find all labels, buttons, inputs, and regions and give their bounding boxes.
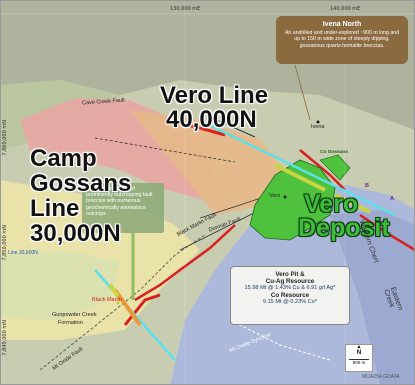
resource-heading-3: Co Resource bbox=[270, 292, 310, 299]
camp-drill-intercept-2 bbox=[108, 283, 120, 298]
camp-drill-intercept bbox=[113, 288, 142, 327]
pale-green-unit bbox=[0, 250, 120, 320]
vero-line-trace bbox=[204, 121, 396, 217]
vero-deposit-word-1: Vero bbox=[304, 190, 359, 218]
vero-deposit-word-2: Deposit bbox=[298, 214, 390, 242]
black-marlin-label: Black Marlin bbox=[92, 297, 122, 303]
co-gossans-outline bbox=[319, 154, 351, 181]
camp-gossans-callout: A 1.8km long trend of prominently outcro… bbox=[82, 183, 164, 233]
red-fault-vero bbox=[299, 149, 346, 191]
grid-tick-top-2: 140,000 mE bbox=[330, 6, 361, 12]
vero-label: Vero bbox=[269, 193, 281, 199]
mt-oxide-fault-trace bbox=[39, 234, 206, 371]
red-fault-north bbox=[164, 118, 226, 137]
ivena-label: Ivena bbox=[311, 124, 325, 130]
orange-geology-unit bbox=[130, 110, 285, 215]
ivena-marker bbox=[316, 120, 320, 124]
north-letter: N bbox=[356, 350, 362, 356]
formation-label: Formation bbox=[58, 320, 83, 326]
ivena-north-leader bbox=[294, 64, 311, 121]
eastern-creek-band bbox=[330, 210, 415, 385]
point-a-label: A bbox=[390, 196, 394, 202]
scale-bar: 500 m bbox=[349, 359, 369, 366]
vero-line-northing: 40,000N bbox=[166, 106, 257, 133]
vero-line-title: Vero Line bbox=[160, 82, 269, 109]
gunpowder-creek-label: Gunpowder Creek bbox=[52, 312, 97, 318]
vero-marker bbox=[283, 195, 287, 199]
black-marlin-marker bbox=[116, 301, 120, 305]
vero-line-leader bbox=[209, 116, 256, 138]
red-fault-east bbox=[359, 213, 415, 252]
point-b-label: B bbox=[365, 183, 369, 189]
resource-line-1: 15.98 Mt @ 1.43% Cu & 6.91 g/t Ag* bbox=[244, 285, 336, 291]
red-fault-camp bbox=[134, 224, 236, 302]
co-gossans-label: Co Gossans bbox=[320, 150, 348, 155]
black-marlin-fault-trace bbox=[179, 209, 261, 251]
resource-line-2: 9.15 Mt @ 0.23% Co* bbox=[262, 299, 318, 305]
resource-heading-1: Vero Pit & bbox=[275, 271, 305, 278]
camp-line-word-3: Line bbox=[30, 195, 80, 222]
north-arrow-icon: ▲ bbox=[356, 344, 362, 350]
vero-drill-intercept bbox=[274, 163, 326, 192]
vero-drill-intercept-east bbox=[334, 193, 371, 214]
ivena-north-text: An undrilled and under-explored ~900 m l… bbox=[284, 30, 400, 49]
north-arrow-box: ▲ N 500 m bbox=[345, 344, 373, 372]
camp-line-word-1: Camp bbox=[30, 145, 97, 172]
resource-summary-box: Vero Pit & Cu-Ag Resource 15.98 Mt @ 1.4… bbox=[230, 266, 350, 325]
ivena-north-title: Ivena North bbox=[322, 21, 362, 28]
cave-creek-fault-trace bbox=[94, 137, 236, 163]
grid-tick-left-1: 7,860,000 mN bbox=[2, 120, 8, 156]
syncline-trace bbox=[229, 319, 331, 361]
camp-line-word-2: Gossans bbox=[30, 170, 132, 197]
camp-line-northing: 30,000N bbox=[30, 220, 121, 247]
grid-tick-top-1: 130,000 mE bbox=[170, 6, 201, 12]
ivena-north-callout: Ivena North An undrilled and under-explo… bbox=[276, 16, 408, 64]
line-label-west: Line 30,000N bbox=[8, 250, 38, 256]
resource-heading-2: Cu-Ag Resource bbox=[265, 278, 315, 285]
figure-reference: MOA254.GDA94 bbox=[362, 374, 400, 380]
grid-tick-left-3: 7,840,000 mN bbox=[2, 320, 8, 356]
